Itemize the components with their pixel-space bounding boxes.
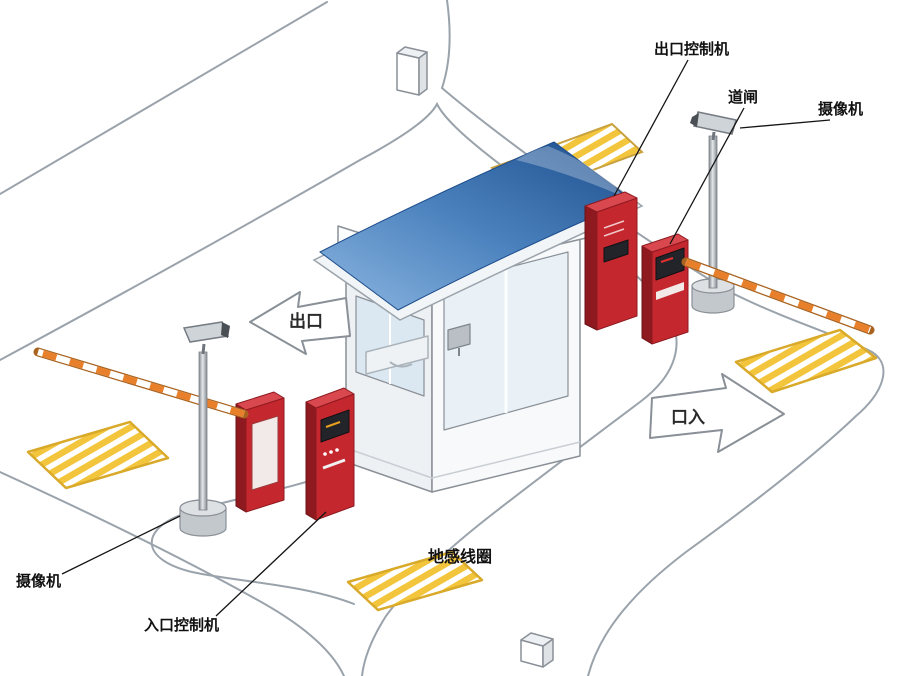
entrance-barrier-panel bbox=[251, 415, 279, 491]
exit-arrow-shape bbox=[249, 291, 351, 355]
camera-right-head bbox=[693, 111, 737, 135]
camera-right-mount bbox=[711, 131, 716, 141]
sign-post-top bbox=[396, 46, 428, 59]
road-edge-bottomleft-outer bbox=[0, 471, 345, 676]
leader-barrier-gate bbox=[669, 107, 745, 245]
exit-controller-side bbox=[584, 205, 598, 331]
camera-right bbox=[690, 111, 737, 314]
entrance-controller-button bbox=[323, 452, 327, 456]
entrance-arrow-label: 口入 bbox=[671, 408, 705, 428]
booth-monitor bbox=[447, 323, 471, 351]
exit-controller-front bbox=[596, 197, 638, 331]
ground-coil-bottom bbox=[346, 550, 484, 612]
leader-camera-right bbox=[739, 119, 831, 129]
exit-arrow: 出口 bbox=[249, 291, 351, 355]
entrance-arrow: 口入 bbox=[649, 373, 785, 453]
camera-left bbox=[179, 321, 230, 537]
booth-desk bbox=[365, 335, 429, 375]
exit-controller-screen bbox=[603, 239, 629, 263]
exit-barrier bbox=[641, 233, 689, 345]
label-entrance-controller: 入口控制机 bbox=[144, 616, 219, 634]
entrance-barrier-top bbox=[235, 391, 285, 411]
entrance-controller-top bbox=[305, 387, 355, 409]
sign-post-side bbox=[418, 51, 428, 96]
booth-base-line bbox=[345, 441, 581, 479]
exit-barrier-arm-stripes bbox=[684, 258, 872, 334]
ground-coil-left bbox=[26, 420, 170, 490]
exit-controller-vent bbox=[603, 220, 625, 229]
label-ground-coil: 地感线圈 bbox=[428, 547, 492, 566]
leader-camera-left bbox=[61, 515, 181, 575]
entrance-barrier bbox=[33, 347, 285, 513]
entrance-controller-button bbox=[335, 448, 339, 452]
exit-arrow-label: 出口 bbox=[289, 311, 323, 332]
exit-barrier-arm bbox=[681, 257, 875, 335]
entrance-controller-screen bbox=[320, 409, 350, 443]
canopy-sheen bbox=[516, 146, 622, 196]
camera-left-pole bbox=[198, 351, 208, 511]
exit-barrier-top bbox=[641, 233, 689, 253]
booth-chair bbox=[389, 361, 413, 368]
entrance-barrier-side bbox=[235, 403, 247, 513]
exit-controller-top bbox=[584, 191, 638, 213]
exit-controller-vent bbox=[603, 228, 625, 237]
entrance-controller-ticket-slot bbox=[322, 458, 346, 470]
entrance-controller-screen-glow bbox=[325, 421, 341, 428]
leader-exit-controller bbox=[613, 59, 689, 197]
corner-block bbox=[520, 632, 554, 668]
road-edge-right-outer bbox=[440, 0, 885, 676]
exit-barrier-strip bbox=[656, 282, 684, 300]
road-edge-topleft-inner bbox=[0, 101, 587, 361]
entrance-arrow-shape bbox=[649, 373, 785, 453]
ground-coil-right bbox=[734, 328, 878, 394]
entrance-controller-side bbox=[305, 401, 317, 521]
road-edge-topleft-outer bbox=[0, 1, 328, 195]
label-exit-controller: 出口控制机 bbox=[654, 40, 729, 58]
leader-entrance-controller bbox=[215, 511, 327, 617]
camera-left-lens bbox=[221, 322, 230, 338]
camera-right-lens bbox=[690, 113, 699, 127]
exit-barrier-display-digits bbox=[660, 257, 674, 263]
canopy bbox=[312, 122, 644, 321]
callouts: 出口控制机 道闸 摄像机 摄像机 入口控制机 地感线圈 bbox=[16, 40, 863, 634]
label-camera-left: 摄像机 bbox=[16, 572, 61, 590]
camera-left-mount bbox=[201, 343, 206, 355]
sign-post bbox=[396, 46, 428, 96]
label-barrier-gate: 道闸 bbox=[728, 88, 758, 106]
entrance-controller-button bbox=[329, 450, 333, 454]
exit-barrier-side bbox=[641, 245, 653, 345]
corner-block-top bbox=[520, 632, 554, 647]
entrance-controller bbox=[305, 387, 355, 521]
label-camera-right: 摄像机 bbox=[818, 100, 863, 118]
exit-barrier-display bbox=[655, 247, 685, 281]
sign-post-front bbox=[396, 52, 420, 96]
entrance-barrier-arm-stripes bbox=[37, 348, 245, 418]
exit-controller bbox=[584, 191, 638, 331]
